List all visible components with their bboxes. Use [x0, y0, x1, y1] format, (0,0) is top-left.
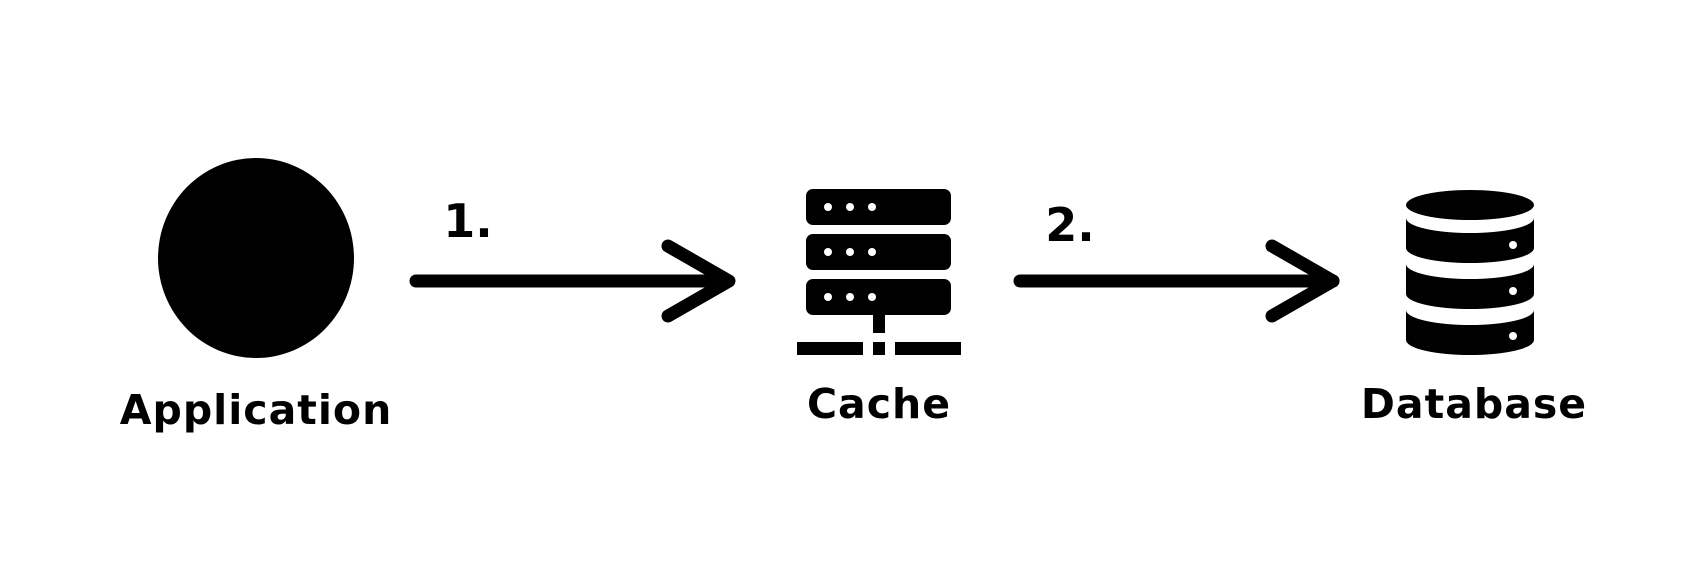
edge-label-2: 2.	[1045, 198, 1095, 252]
application-node	[158, 158, 354, 358]
cache-label: Cache	[806, 380, 952, 428]
cache-node	[797, 189, 961, 355]
circle-icon	[158, 158, 354, 358]
server-icon	[797, 189, 961, 355]
application-label: Application	[119, 386, 393, 434]
database-node	[1406, 190, 1534, 355]
arrow-application-to-cache	[409, 239, 736, 323]
edge-label-1: 1.	[443, 194, 493, 248]
database-label: Database	[1360, 380, 1588, 428]
arrow-cache-to-database	[1013, 239, 1340, 323]
database-icon	[1406, 190, 1534, 355]
